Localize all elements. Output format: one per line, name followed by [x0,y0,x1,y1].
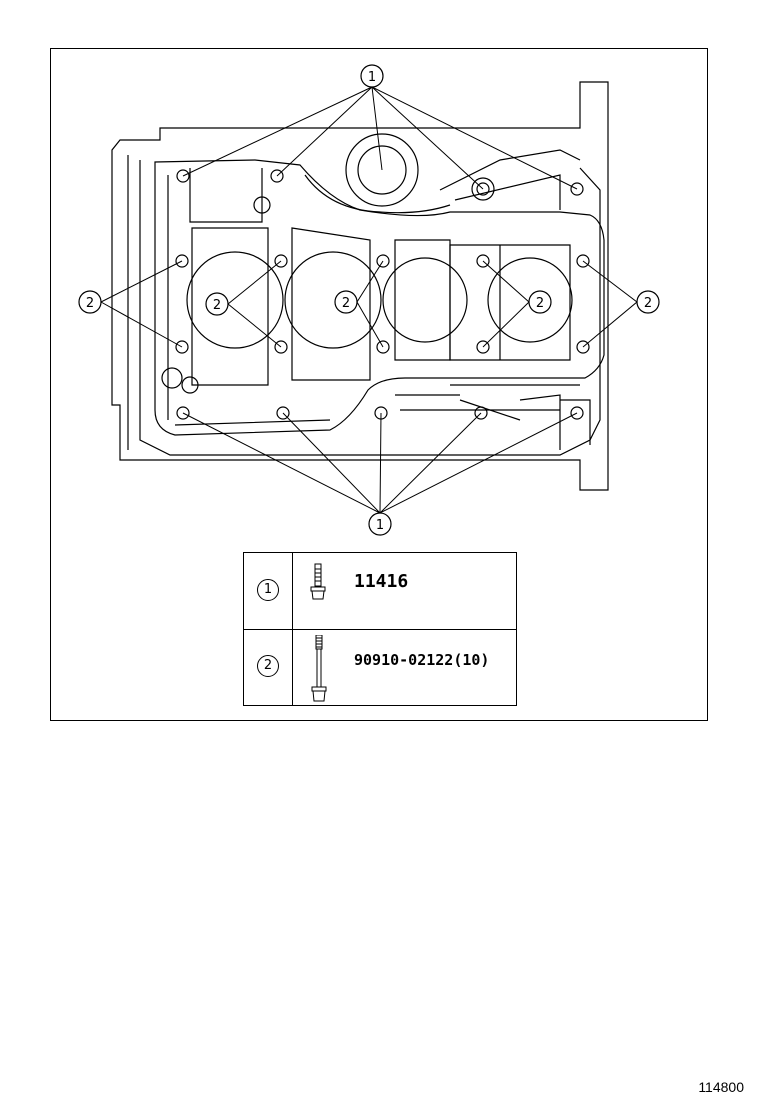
long-bolt-icon [311,635,327,702]
leader-top-1 [182,86,578,190]
short-bolt-icon [310,563,326,600]
block-outline [111,81,609,491]
callout-2-b-label: 2 [213,298,221,313]
diagram-frame [50,48,708,721]
callout-2-c [334,290,358,314]
legend-part-number: 11416 [354,571,409,592]
leader-2-right [582,260,638,348]
leader-2-d [482,260,530,348]
callout-2-right-label: 2 [644,296,652,311]
legend-ref: 1 [257,579,279,601]
callout-2-left [78,290,102,314]
bore-1 [186,251,284,349]
legend-part-number: 90910-02122(10) [354,651,490,669]
legend-ref-cell: 2 [244,629,293,705]
bore-2 [284,251,382,349]
legend-ref-cell: 1 [244,553,293,629]
cylinder-block-diagram: 1 1 2 2 2 2 2 [78,64,660,536]
parts-legend: 1 11416 2 90910-02122(10) [243,552,517,706]
callout-1-top [360,64,384,88]
callout-1-bottom-label: 1 [376,518,384,533]
legend-row: 2 90910-02122(10) [244,629,516,705]
callout-2-left-label: 2 [86,296,94,311]
callout-2-d [528,290,552,314]
block-flange [139,160,601,456]
bore-4 [487,257,573,343]
callout-2-d-label: 2 [536,296,544,311]
document-number: 114800 [698,1079,744,1095]
callout-2-b [205,292,229,316]
legend-row: 1 11416 [244,553,516,630]
leader-2-c [356,260,384,348]
callout-2-c-label: 2 [342,296,350,311]
leader-2-b [227,260,282,348]
leader-bottom-1 [182,412,578,514]
bore-3 [382,257,468,343]
top-boss [345,133,419,207]
callout-1-bottom [368,512,392,536]
callout-2-right [636,290,660,314]
legend-ref: 2 [257,655,279,677]
leader-2-left [100,260,183,348]
callout-1-top-label: 1 [368,70,376,85]
